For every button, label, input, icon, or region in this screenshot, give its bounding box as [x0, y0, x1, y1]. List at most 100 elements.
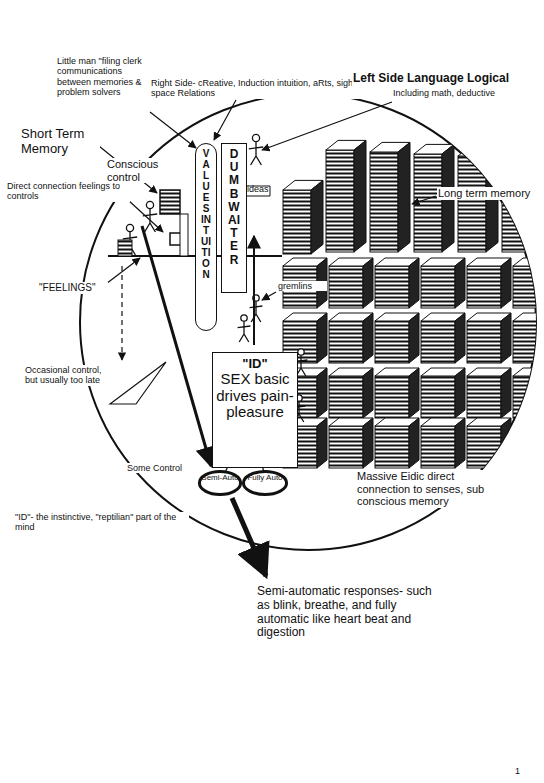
- cabinet-side: [409, 368, 419, 418]
- figure-body: [250, 301, 263, 322]
- cabinet-side: [501, 418, 511, 468]
- annotation-label: Direct connection feelings to controls: [6, 181, 130, 202]
- cabinet-front: [370, 152, 398, 252]
- file-cabinet: [326, 140, 366, 252]
- cabinet-front: [467, 321, 501, 363]
- leader-lines: [232, 498, 266, 576]
- figure-head: [146, 201, 153, 208]
- figure-head: [126, 224, 133, 231]
- node-text: VALUES INTUITION: [201, 148, 211, 280]
- leader-lines: [128, 200, 163, 232]
- figure-head: [241, 315, 247, 321]
- file-cabinet: [375, 258, 419, 308]
- file-cabinet: [283, 180, 323, 254]
- cabinet-front: [467, 376, 501, 418]
- file-cabinet: [513, 258, 544, 308]
- console-parts: [118, 240, 132, 256]
- node-text: SEX basic drives pain-pleasure: [215, 371, 295, 421]
- control-oval: Semi-Auto: [199, 471, 241, 495]
- cabinet-top: [513, 418, 544, 426]
- leader-lines: [150, 112, 196, 148]
- annotation-label: Right Side- cReative, Induction intuitio…: [150, 78, 365, 99]
- cabinet-side: [409, 418, 419, 468]
- cabinet-front: [502, 158, 530, 252]
- figure-head: [252, 134, 259, 141]
- cabinet-front: [513, 426, 544, 468]
- cabinet-side: [409, 258, 419, 308]
- file-cabinet: [513, 313, 544, 363]
- cabinet-side: [530, 148, 542, 252]
- cabinet-side: [501, 368, 511, 418]
- cabinet-side: [501, 258, 511, 308]
- cabinet-front: [329, 426, 363, 468]
- file-cabinet: [421, 313, 465, 363]
- cabinet-side: [409, 313, 419, 363]
- cabinet-front: [513, 376, 544, 418]
- console-parts: [160, 190, 180, 214]
- annotation-label: 1: [514, 766, 534, 776]
- cabinet-side: [363, 258, 373, 308]
- cabinet-side: [363, 418, 373, 468]
- stick-figure: [249, 134, 263, 165]
- file-cabinets: [283, 140, 544, 468]
- cabinet-side: [317, 418, 327, 468]
- cabinet-side: [455, 313, 465, 363]
- file-cabinet: [467, 418, 511, 468]
- annotation-label: Short Term Memory: [20, 127, 100, 157]
- cabinet-top: [513, 258, 544, 266]
- cabinet-side: [317, 368, 327, 418]
- leader-lines: [412, 196, 436, 204]
- cabinet-side: [363, 313, 373, 363]
- annotation-label: "FEELINGS": [38, 282, 108, 294]
- cabinet-side: [501, 313, 511, 363]
- annotation-label: Conscious control: [106, 158, 170, 183]
- cabinet-front: [421, 426, 455, 468]
- annotation-label: Semi-automatic responses- such as blink,…: [256, 585, 446, 640]
- annotation-label: ideas: [246, 184, 272, 194]
- cabinet-top: [513, 313, 544, 321]
- control-oval: Fully Auto: [243, 471, 287, 495]
- cabinet-front: [326, 150, 354, 252]
- vertical-column-box: VALUES INTUITION: [195, 143, 217, 331]
- cabinet-front: [421, 266, 455, 308]
- cabinet-front: [329, 321, 363, 363]
- cabinet-front: [458, 156, 486, 252]
- cabinet-front: [375, 376, 409, 418]
- file-cabinet: [329, 258, 373, 308]
- cabinet-front: [513, 321, 544, 363]
- file-cabinet: [421, 258, 465, 308]
- annotation-label: Some Control: [126, 463, 188, 473]
- annotation-label: gremlins: [277, 281, 327, 291]
- file-cabinet: [421, 418, 465, 468]
- console-parts: [180, 214, 188, 256]
- file-cabinet: [329, 418, 373, 468]
- node-text: Fully Auto: [245, 474, 285, 483]
- figure-body: [249, 142, 263, 165]
- head-outline: [80, 94, 536, 550]
- cabinet-front: [467, 426, 501, 468]
- cabinet-front: [375, 321, 409, 363]
- file-cabinet: [467, 368, 511, 418]
- figure-head: [298, 349, 304, 355]
- cabinet-top: [502, 148, 542, 158]
- cabinet-side: [311, 180, 323, 254]
- node-text: Semi-Auto: [201, 474, 239, 483]
- stick-figure: [238, 315, 251, 342]
- annotation-label: Long term memory: [437, 187, 541, 200]
- file-cabinet: [370, 142, 410, 252]
- cabinet-front: [421, 376, 455, 418]
- leader-lines: [110, 362, 166, 404]
- annotation-label: Including math, deductive: [392, 88, 532, 98]
- cabinet-front: [329, 266, 363, 308]
- annotation-label: Little man "filing clerk communications …: [56, 56, 156, 97]
- stick-figure: [250, 295, 263, 322]
- annotation-label: Occasional control, but usually too late: [24, 365, 108, 386]
- file-cabinet: [329, 368, 373, 418]
- cabinet-front: [414, 154, 442, 252]
- file-cabinet: [329, 313, 373, 363]
- oval-shape: [199, 471, 240, 494]
- annotation-label: "ID"- the instinctive, "reptilian" part …: [14, 512, 189, 533]
- cabinet-front: [375, 266, 409, 308]
- file-cabinet: [502, 148, 542, 252]
